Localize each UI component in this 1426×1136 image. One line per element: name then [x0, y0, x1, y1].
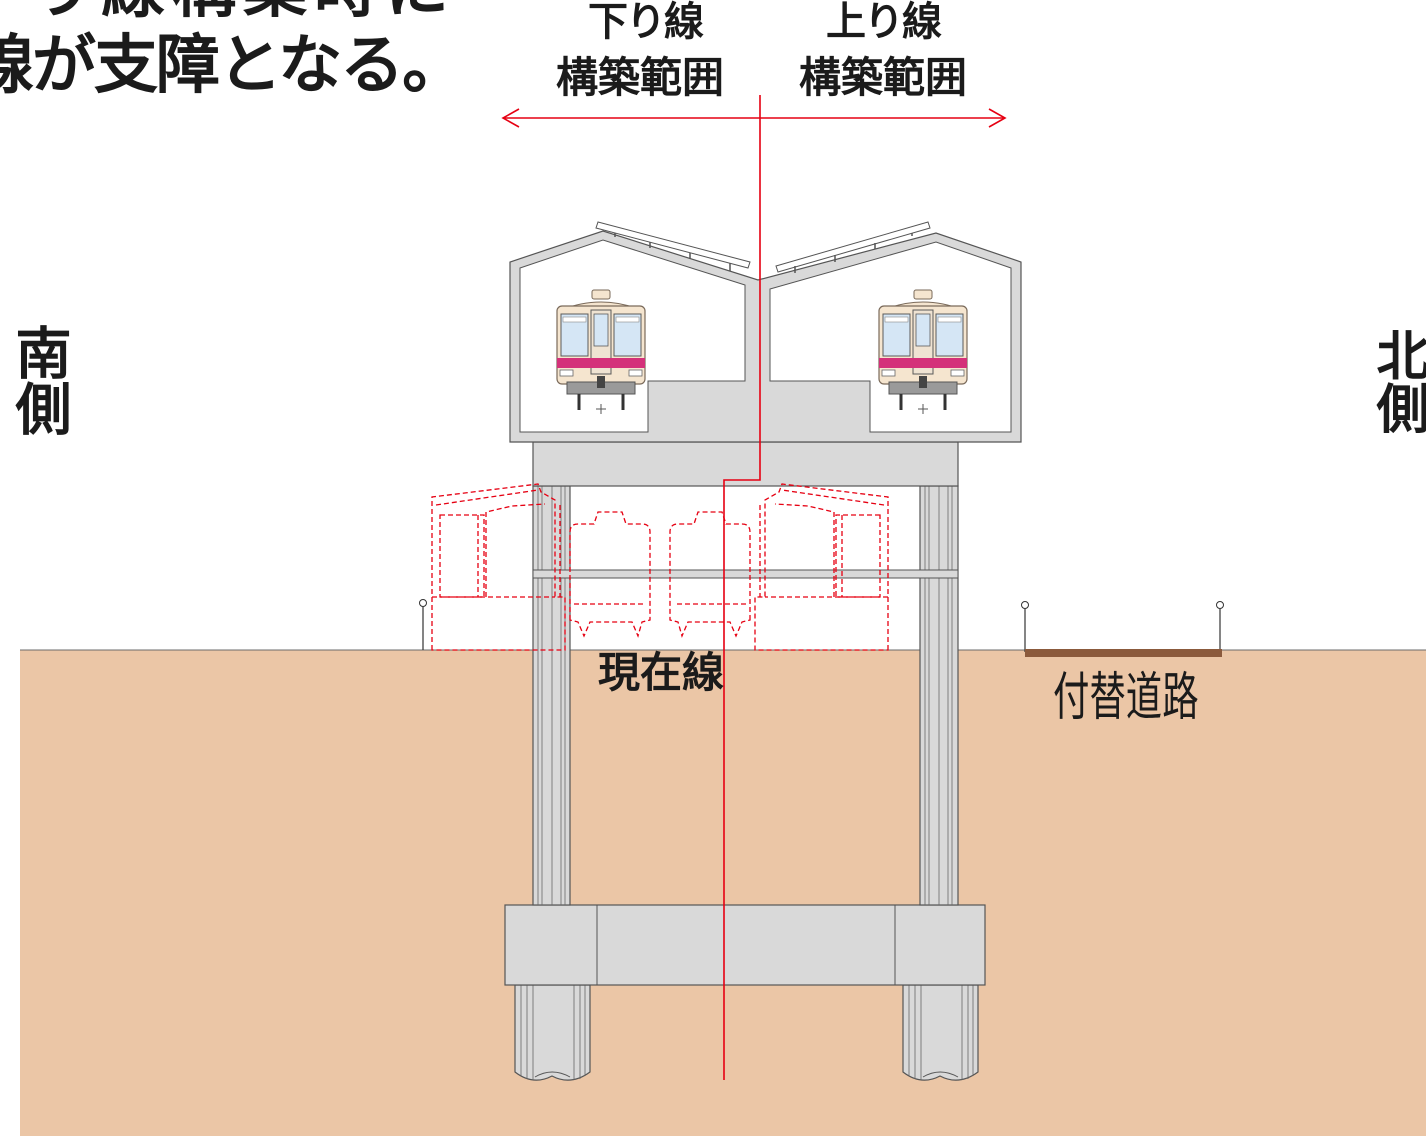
- post-road-left-head: [1021, 601, 1029, 609]
- tie-beam: [532, 569, 959, 579]
- column-left-hatch: [537, 486, 566, 905]
- pier-cap: [532, 441, 959, 487]
- post-south: [419, 599, 427, 650]
- column-right: [919, 485, 959, 906]
- footing: [504, 904, 986, 986]
- down-line-label: 下り線: [588, 0, 704, 45]
- pile-left-hatch: [520, 985, 586, 1080]
- roof-panel-left: [595, 221, 751, 269]
- post-road-left: [1021, 601, 1029, 652]
- post-road-right-head: [1216, 601, 1224, 609]
- range-arrowhead-right: [988, 108, 1007, 128]
- column-left-body: [532, 485, 571, 906]
- pile-right-tip: [922, 1071, 959, 1078]
- existing-line-dashed: [431, 483, 889, 651]
- post-south-head: [419, 599, 427, 607]
- detour-road-label: 付替道路: [1053, 668, 1199, 728]
- pile-right-body: [902, 984, 979, 1081]
- pile-left-body: [514, 984, 591, 1081]
- pile-left-tip: [534, 1071, 571, 1078]
- up-line-range-label: 構築範囲: [799, 53, 968, 102]
- pile-right-hatch: [908, 985, 974, 1080]
- roof-panel-left-supports: [614, 233, 731, 271]
- post-road-right: [1216, 601, 1224, 652]
- down-line-range-label: 構築範囲: [556, 53, 725, 102]
- current-line-label: 現在線: [598, 648, 725, 697]
- column-right-hatch: [924, 486, 953, 905]
- construction-range-arrow: [501, 108, 1007, 128]
- existing-structure-north: [754, 483, 889, 651]
- north-side-label: 北側: [1368, 328, 1426, 434]
- heading-line-2: 線が支障となる。: [0, 29, 466, 103]
- centerline: [723, 95, 761, 1080]
- roof-equipment-left: [595, 221, 751, 271]
- column-left: [532, 485, 571, 906]
- detour-road-surface: [1025, 649, 1222, 657]
- roof-panel-right-supports: [794, 233, 913, 273]
- up-line-label: 上り線: [826, 0, 942, 45]
- range-arrowhead-left: [501, 108, 520, 128]
- ground: [20, 650, 1426, 1136]
- footing-body: [504, 904, 986, 986]
- roof-equipment-right: [775, 221, 931, 273]
- pile-right: [902, 984, 979, 1081]
- roof-panel-right: [775, 221, 931, 273]
- south-side-label: 南側: [6, 324, 71, 436]
- pile-left: [514, 984, 591, 1081]
- footing-dividers: [596, 905, 896, 985]
- heading-line-1: り線構築時に: [30, 0, 456, 22]
